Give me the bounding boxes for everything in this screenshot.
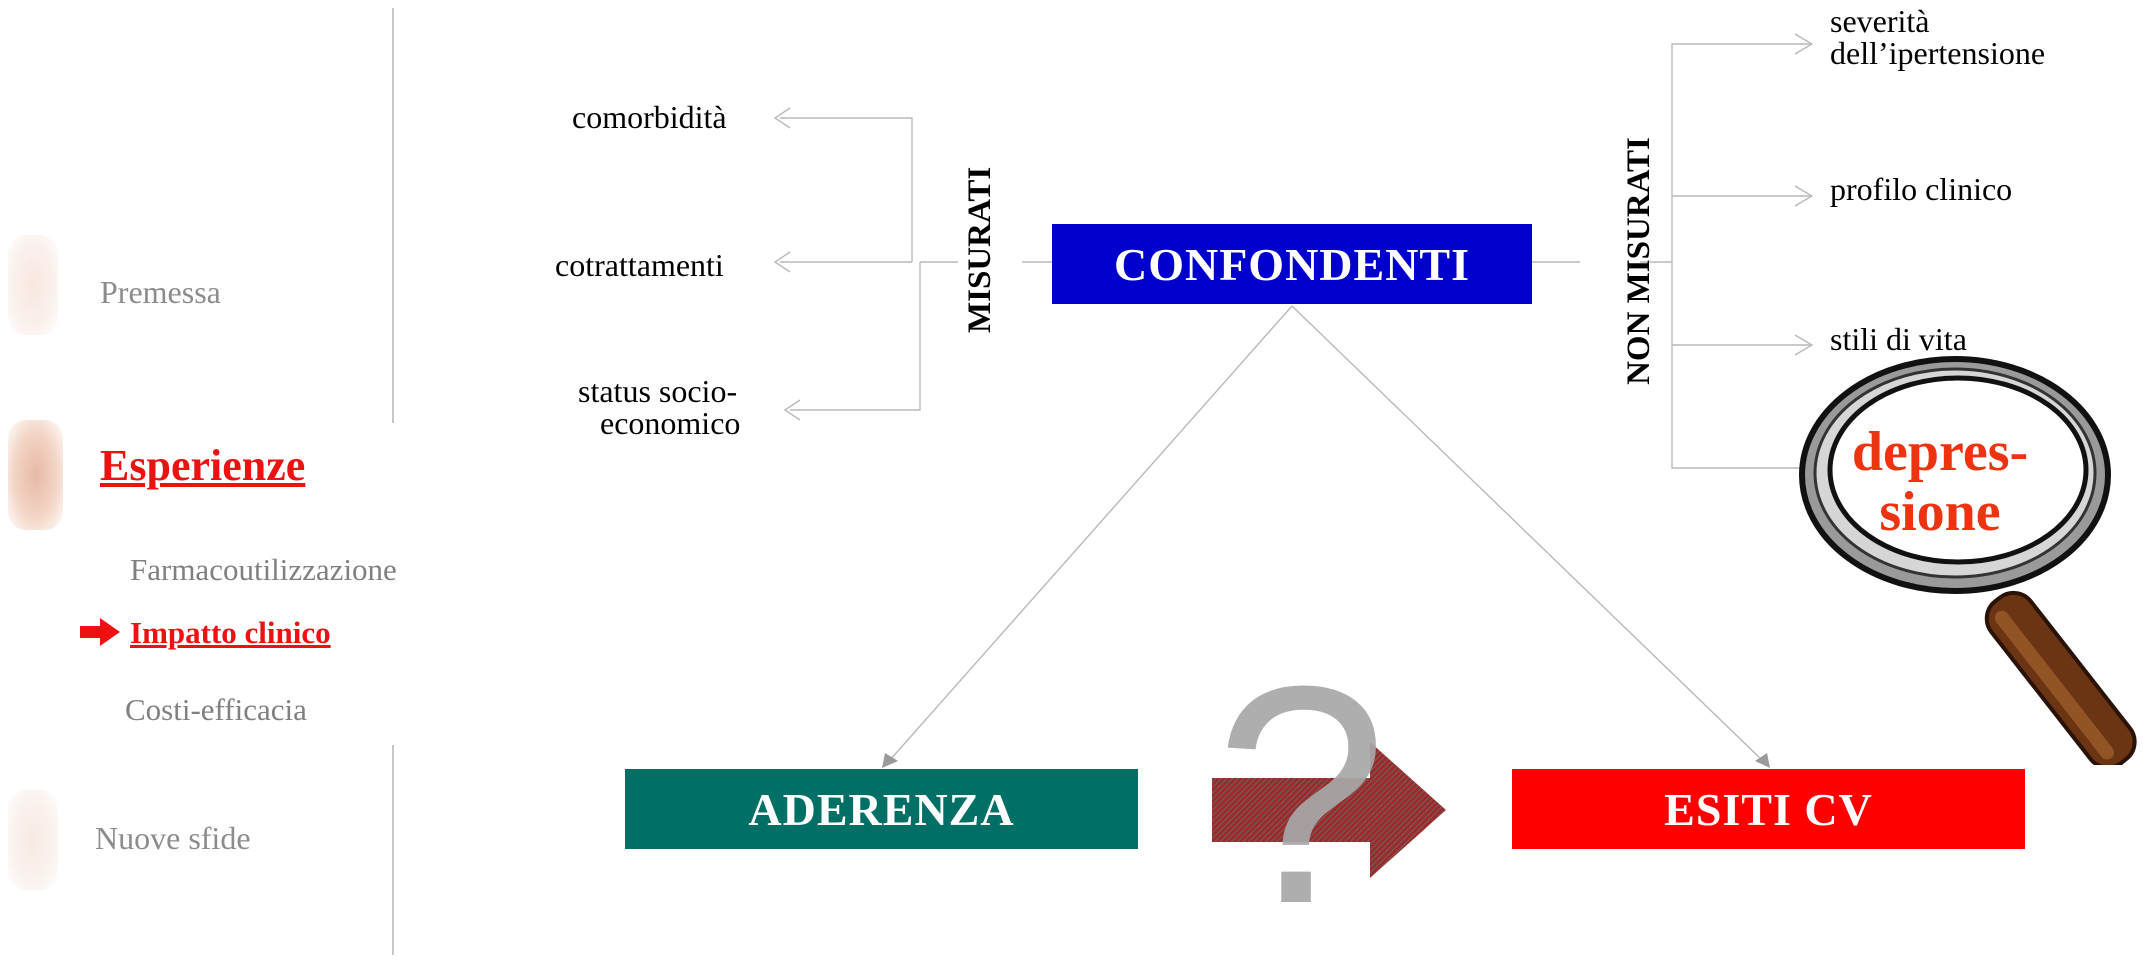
subnav-item-costi-efficacia[interactable]: Costi-efficacia: [125, 692, 307, 727]
nav-item-nuove-sfide[interactable]: Nuove sfide: [95, 820, 251, 856]
arrow-right-icon: [1212, 742, 1446, 878]
magnifying-glass-icon: [1790, 355, 2156, 770]
unmeasured-label: NON MISURATI: [1621, 137, 1657, 385]
measured-label: MISURATI: [962, 166, 998, 333]
sidebar-divider-bottom: [392, 745, 394, 955]
sidebar-divider-top: [392, 8, 394, 423]
measured-item-status-line2: economico: [600, 405, 741, 441]
measured-item-comorbidita: comorbidità: [572, 99, 727, 135]
hand-three-fingers-icon: [8, 790, 58, 890]
magnifier-text-line1: depres-: [1851, 421, 2029, 483]
unmeasured-item-severita-line2: dell’ipertensione: [1830, 35, 2046, 71]
unmeasured-item-stili-di-vita: stili di vita: [1830, 321, 1967, 357]
measured-item-status-line1: status socio-: [578, 373, 738, 409]
magnifier-text-line2: sione: [1879, 481, 2001, 543]
outcome-box: ESITI CV: [1512, 769, 2025, 849]
measured-item-cotrattamenti: cotrattamenti: [555, 247, 724, 283]
subnav-item-impatto-clinico[interactable]: Impatto clinico: [130, 615, 331, 650]
hand-one-finger-icon: [8, 235, 58, 335]
question-mark-icon: ?: [1215, 621, 1388, 968]
subnav-item-farmacoutilizzazione[interactable]: Farmacoutilizzazione: [130, 552, 397, 587]
unmeasured-item-profilo-clinico: profilo clinico: [1830, 171, 2013, 207]
arrow-right-icon: [80, 616, 122, 648]
hand-two-fingers-icon: [8, 420, 63, 530]
adherence-box: ADERENZA: [625, 769, 1138, 849]
confounders-box: CONFONDENTI: [1052, 224, 1532, 304]
unmeasured-item-severita-line1: severità: [1830, 3, 1930, 39]
nav-item-esperienze[interactable]: Esperienze: [100, 441, 306, 490]
nav-item-premessa[interactable]: Premessa: [100, 274, 221, 310]
